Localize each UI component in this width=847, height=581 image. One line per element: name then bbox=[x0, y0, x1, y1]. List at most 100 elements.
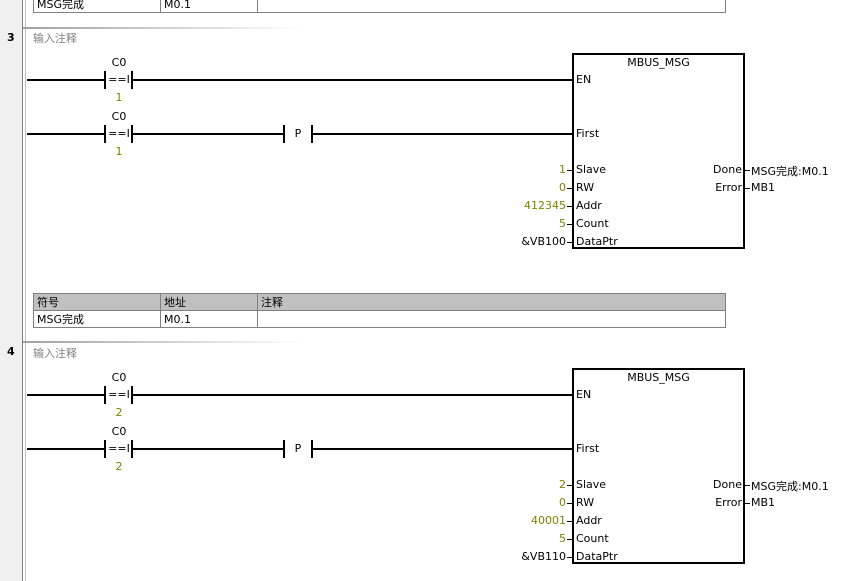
contact-left-bar bbox=[104, 71, 106, 89]
mbus-msg-block[interactable] bbox=[572, 53, 745, 249]
rw-value[interactable]: 0 bbox=[559, 496, 566, 509]
table-row[interactable]: MSG完成 M0.1 bbox=[33, 310, 726, 328]
table-cell-comment bbox=[257, 0, 726, 13]
pin-wire bbox=[567, 557, 572, 558]
pulse-left-bar bbox=[283, 125, 285, 143]
table-cell-symbol: MSG完成 bbox=[33, 0, 161, 13]
pin-rw: RW bbox=[576, 496, 595, 509]
pin-addr: Addr bbox=[576, 199, 602, 212]
slave-value[interactable]: 2 bbox=[559, 478, 566, 491]
contact-operand-top[interactable]: C0 bbox=[111, 110, 127, 123]
table-header-row: 符号 地址 注释 bbox=[33, 293, 726, 311]
pin-addr: Addr bbox=[576, 514, 602, 527]
done-value[interactable]: MSG完成:M0.1 bbox=[751, 165, 829, 178]
symbol-table: 符号 地址 注释 MSG完成 M0.1 bbox=[33, 293, 726, 328]
pin-wire bbox=[567, 188, 572, 189]
contact-right-bar bbox=[131, 125, 133, 143]
pin-dataptr: DataPtr bbox=[576, 550, 618, 563]
error-value[interactable]: MB1 bbox=[751, 496, 776, 509]
count-value[interactable]: 5 bbox=[559, 217, 566, 230]
contact-operand-top[interactable]: C0 bbox=[111, 371, 127, 384]
contact-operand-top[interactable]: C0 bbox=[111, 425, 127, 438]
pin-done: Done bbox=[713, 163, 742, 176]
done-value[interactable]: MSG完成:M0.1 bbox=[751, 480, 829, 493]
pin-done: Done bbox=[713, 478, 742, 491]
pin-first: First bbox=[576, 442, 600, 455]
pulse-contact-label[interactable]: P bbox=[294, 127, 302, 140]
column-header-address: 地址 bbox=[160, 293, 258, 311]
contact-operand-bottom[interactable]: 1 bbox=[115, 91, 123, 104]
rung-wire bbox=[27, 79, 104, 81]
network-number[interactable]: 3 bbox=[7, 31, 15, 44]
pin-dataptr: DataPtr bbox=[576, 235, 618, 248]
pin-first: First bbox=[576, 127, 600, 140]
pin-en: EN bbox=[576, 73, 592, 86]
pin-wire bbox=[567, 539, 572, 540]
dataptr-value[interactable]: &VB110 bbox=[521, 550, 566, 563]
slave-value[interactable]: 1 bbox=[559, 163, 566, 176]
pin-wire bbox=[567, 170, 572, 171]
pulse-right-bar bbox=[311, 125, 313, 143]
rung-wire bbox=[133, 79, 574, 81]
rung-wire bbox=[313, 448, 574, 450]
pin-en: EN bbox=[576, 388, 592, 401]
network-separator bbox=[23, 341, 303, 343]
rung-wire bbox=[133, 133, 283, 135]
addr-value[interactable]: 412345 bbox=[524, 199, 566, 212]
table-row[interactable]: MSG完成 M0.1 bbox=[33, 0, 726, 13]
network-gutter bbox=[0, 0, 22, 581]
pin-wire bbox=[745, 188, 750, 189]
contact-right-bar bbox=[131, 71, 133, 89]
network-number[interactable]: 4 bbox=[7, 345, 15, 358]
compare-operator: ==I bbox=[108, 127, 130, 140]
rung-wire bbox=[27, 448, 104, 450]
pin-wire bbox=[567, 242, 572, 243]
contact-operand-top[interactable]: C0 bbox=[111, 56, 127, 69]
error-value[interactable]: MB1 bbox=[751, 181, 776, 194]
power-rail-left bbox=[25, 0, 26, 581]
pin-wire bbox=[567, 521, 572, 522]
pulse-contact-label[interactable]: P bbox=[294, 442, 302, 455]
table-cell-address: M0.1 bbox=[160, 310, 258, 328]
pin-error: Error bbox=[715, 496, 742, 509]
pin-wire bbox=[745, 170, 750, 171]
pulse-left-bar bbox=[283, 440, 285, 458]
addr-value[interactable]: 40001 bbox=[531, 514, 566, 527]
table-cell-address: M0.1 bbox=[160, 0, 258, 13]
pin-count: Count bbox=[576, 217, 609, 230]
rung-wire bbox=[133, 448, 283, 450]
column-header-symbol: 符号 bbox=[33, 293, 161, 311]
contact-left-bar bbox=[104, 125, 106, 143]
pin-rw: RW bbox=[576, 181, 595, 194]
count-value[interactable]: 5 bbox=[559, 532, 566, 545]
compare-operator: ==I bbox=[108, 442, 130, 455]
pin-count: Count bbox=[576, 532, 609, 545]
network-comment[interactable]: 输入注释 bbox=[33, 32, 77, 45]
network-comment[interactable]: 输入注释 bbox=[33, 347, 77, 360]
contact-left-bar bbox=[104, 386, 106, 404]
compare-operator: ==I bbox=[108, 73, 130, 86]
contact-operand-bottom[interactable]: 2 bbox=[115, 406, 123, 419]
contact-operand-bottom[interactable]: 1 bbox=[115, 145, 123, 158]
pin-wire bbox=[567, 206, 572, 207]
rung-wire bbox=[27, 133, 104, 135]
contact-operand-bottom[interactable]: 2 bbox=[115, 460, 123, 473]
table-cell-symbol: MSG完成 bbox=[33, 310, 161, 328]
table-cell-comment bbox=[257, 310, 726, 328]
pin-wire bbox=[745, 485, 750, 486]
rw-value[interactable]: 0 bbox=[559, 181, 566, 194]
contact-right-bar bbox=[131, 386, 133, 404]
pin-error: Error bbox=[715, 181, 742, 194]
compare-operator: ==I bbox=[108, 388, 130, 401]
network-separator bbox=[23, 27, 303, 29]
pin-wire bbox=[745, 503, 750, 504]
block-title: MBUS_MSG bbox=[627, 56, 690, 69]
pulse-right-bar bbox=[311, 440, 313, 458]
rung-wire bbox=[27, 394, 104, 396]
symbol-table-previous: MSG完成 M0.1 bbox=[33, 0, 726, 13]
column-header-comment: 注释 bbox=[257, 293, 726, 311]
block-title: MBUS_MSG bbox=[627, 371, 690, 384]
mbus-msg-block[interactable] bbox=[572, 368, 745, 564]
dataptr-value[interactable]: &VB100 bbox=[521, 235, 566, 248]
rung-wire bbox=[133, 394, 574, 396]
